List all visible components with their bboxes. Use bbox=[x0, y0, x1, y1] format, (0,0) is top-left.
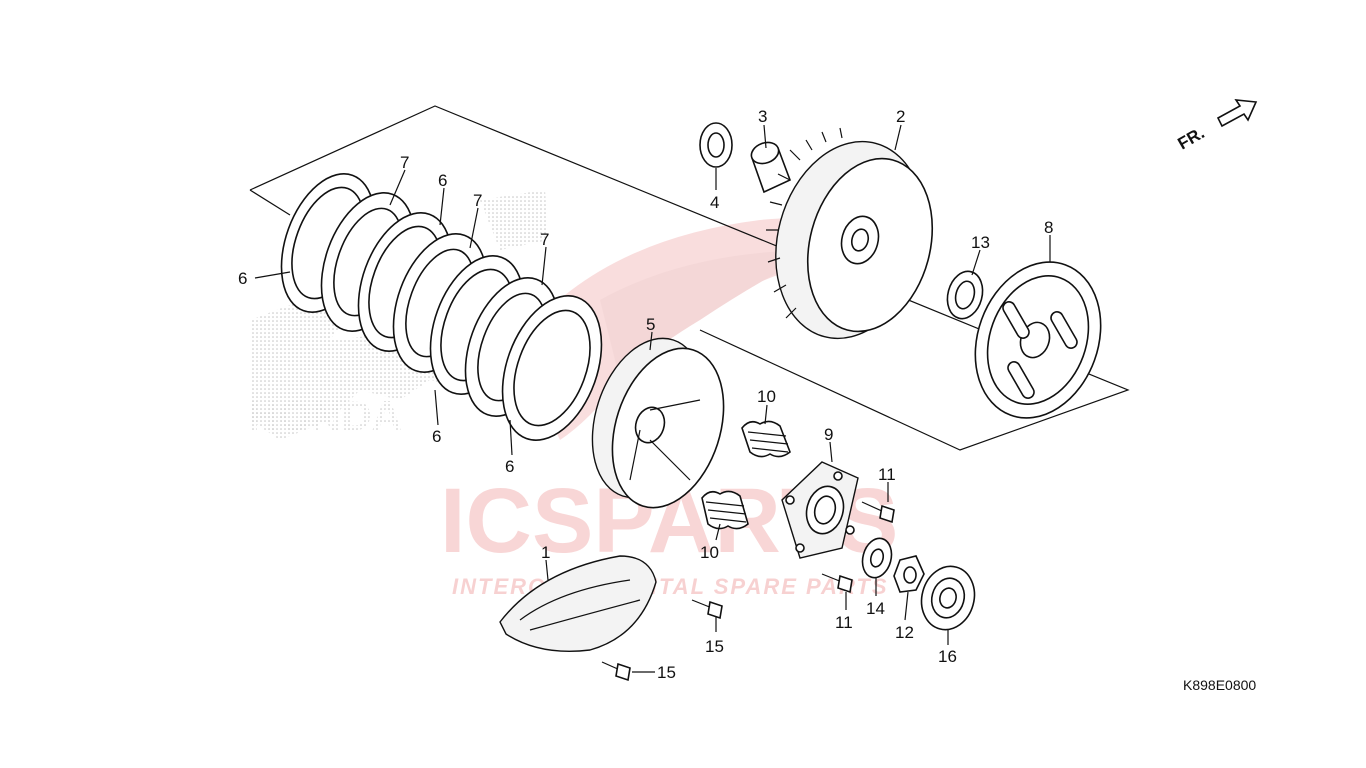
assembly-plane-outline bbox=[249, 105, 1130, 451]
part-4-collar bbox=[699, 122, 733, 168]
callout-1: 1 bbox=[541, 543, 550, 562]
front-arrow-icon bbox=[1216, 99, 1258, 128]
part-1-cover bbox=[499, 555, 657, 652]
part-13-thrust-washer bbox=[946, 270, 984, 320]
part-15-bolt-upper bbox=[691, 599, 723, 620]
callout-13: 13 bbox=[971, 233, 990, 252]
callout-5: 5 bbox=[646, 315, 655, 334]
part-15-bolt-lower bbox=[601, 661, 631, 682]
part-3-needle-bearing bbox=[750, 141, 792, 194]
callout-6a: 6 bbox=[438, 171, 447, 190]
callout-6d: 6 bbox=[505, 457, 514, 476]
callout-16: 16 bbox=[938, 647, 957, 666]
tagline-watermark: INTERCONTINENTAL SPARE PARTS bbox=[452, 574, 889, 599]
callout-labels: 7 6 7 7 6 6 6 4 3 2 13 8 5 10 9 11 10 1 … bbox=[238, 107, 1053, 682]
diagram-code: K898E0800 bbox=[1183, 677, 1256, 693]
callout-15a: 15 bbox=[705, 637, 724, 656]
callout-11b: 11 bbox=[835, 613, 853, 632]
callout-11a: 11 bbox=[878, 465, 896, 484]
callout-2: 2 bbox=[896, 107, 905, 126]
plane-edge-left bbox=[249, 189, 291, 216]
callout-7b: 7 bbox=[473, 191, 482, 210]
callout-12: 12 bbox=[895, 623, 914, 642]
friction-disc-6d-inner bbox=[513, 309, 591, 427]
leader-lines bbox=[254, 124, 1051, 673]
part-9-lifter-plate bbox=[781, 461, 859, 559]
part-8-pressure-plate bbox=[974, 261, 1102, 419]
callout-15b: 15 bbox=[657, 663, 676, 682]
callout-9: 9 bbox=[824, 425, 833, 444]
part-16-ball-bearing bbox=[920, 565, 976, 631]
part-10-spring-upper bbox=[741, 420, 791, 458]
callout-7c: 7 bbox=[540, 230, 549, 249]
part-12-lock-nut bbox=[893, 555, 925, 593]
callout-3: 3 bbox=[758, 107, 767, 126]
part-10-spring-lower bbox=[701, 490, 749, 530]
front-direction-label: FR. bbox=[1175, 123, 1208, 153]
part-14-washer bbox=[861, 537, 893, 579]
callout-7a: 7 bbox=[400, 153, 409, 172]
callout-4: 4 bbox=[710, 193, 719, 212]
part-2-clutch-outer bbox=[766, 127, 934, 340]
part-11-bolt-lower bbox=[821, 573, 853, 594]
clutch-plate-stack bbox=[280, 173, 603, 441]
callout-8: 8 bbox=[1044, 218, 1053, 237]
callout-6c: 6 bbox=[432, 427, 441, 446]
part-5-clutch-center bbox=[591, 337, 725, 509]
callout-14: 14 bbox=[866, 599, 885, 618]
callout-6b: 6 bbox=[238, 269, 247, 288]
part-11-bolt-upper bbox=[861, 501, 895, 524]
honda-watermark-text: HONDA bbox=[248, 392, 402, 439]
callout-10b: 10 bbox=[700, 543, 719, 562]
front-direction-indicator: FR. bbox=[1175, 99, 1258, 153]
callout-10a: 10 bbox=[757, 387, 776, 406]
